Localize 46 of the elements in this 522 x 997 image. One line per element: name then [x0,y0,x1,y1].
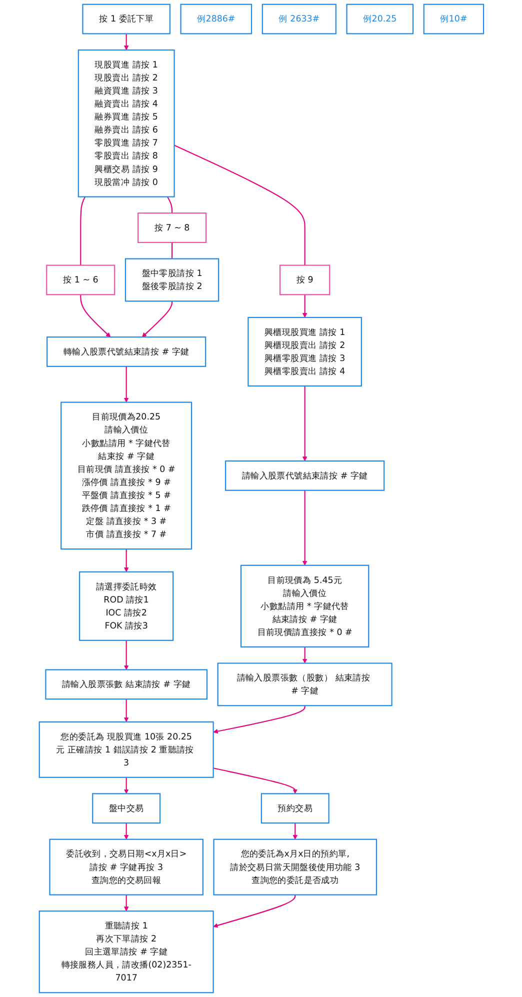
connector [166,196,172,214]
arrow [123,640,128,670]
node-box: 請輸入股票代號結束請按 # 字鍵 [224,460,384,491]
arrow [123,366,128,402]
node-box: 目前現價為20.25 請輸入價位 小數點請用 * 字鍵代替 結束按 # 字鍵 目前現價 請直接按 * 0 # 漲停價 請直接按 * 9 # 平盤價 請直接按 * 5 # 跌停價 請直接按 * 1 # 定盤 請直接按 * 3 # 市價 請直接按 * 7 # [60,402,192,550]
arrow [123,894,128,912]
arrow [212,706,305,734]
node-box: 盤中零股請按 1 盤後零股請按 2 [124,258,219,302]
node-box: 例10# [422,4,484,34]
arrow [123,34,128,50]
node-box: 重聽請按 1 再次下單請按 2 回主選單請按 # 字鍵 轉接服務人員，請改播(02)2351-7017 [38,910,214,994]
connector [174,144,305,266]
arrow [302,490,307,566]
node-box: 委託收到，交易日期<x月x日> 請按 # 字鍵再按 3 查詢您的交易回報 [48,838,203,896]
arrow [123,699,128,722]
node-box: 目前現價為 5.45元 請輸入價位 小數點請用 * 字鍵代替 結束請按 # 字鍵 目前現價請直接按 * 0 # [240,564,369,648]
node-box: 例 2633# [261,4,336,34]
arrow [123,777,128,794]
node-box: 例2886# [180,4,252,34]
node-box: 按 1 委託下單 [82,4,170,34]
node-box: 按 1 ~ 6 [46,264,115,296]
connector [171,242,172,259]
node-box: 預約交易 [260,793,329,824]
node-box: 請輸入股票張數（股數） 結束請按 # 字鍵 [216,662,392,706]
node-box: 按 7 ~ 8 [137,212,206,243]
connector [80,196,86,266]
node-box: 盤中交易 [92,793,160,824]
arrow [141,301,172,338]
arrow [292,823,298,840]
arrow [123,823,128,840]
node-box: 您的委託為 現股買進 10張 20.25元 正確請按 1 錯誤請按 2 重聽請按 3 [38,721,214,778]
arrow [80,294,110,338]
arrow [212,768,298,794]
node-box: 按 9 [279,264,330,296]
node-box: 您的委託為x月x日的預約單, 請於交易日當天開盤後使用功能 3 查詢您的委託是否成功 [212,838,377,896]
arrow [302,646,307,664]
node-box: 請輸入股票張數 結束請按 # 字鍵 [44,669,208,700]
node-box: 興櫃現股買進 請按 1 興櫃現股賣出 請按 2 興櫃零股買進 請按 3 興櫃零股賣出 請按 4 [247,316,362,386]
node-box: 轉輸入股票代號結束請按 # 字鍵 [46,336,206,367]
node-box: 請選擇委託時效 ROD 請按1 IOC 請按2 FOK 請按3 [78,571,174,641]
node-box: 現股買進 請按 1 現股賣出 請按 2 融資買進 請按 3 融資賣出 請按 4 融券買進 請按 5 融券賣出 請按 6 零股買進 請按 7 零股賣出 請按 8 興櫃交易 請按 9 現股當冲 請按 0 [77,49,174,198]
arrow [302,386,307,462]
arrow [212,894,296,928]
node-box: 例20.25 [346,4,414,34]
arrow [302,294,307,318]
arrow [123,549,128,572]
